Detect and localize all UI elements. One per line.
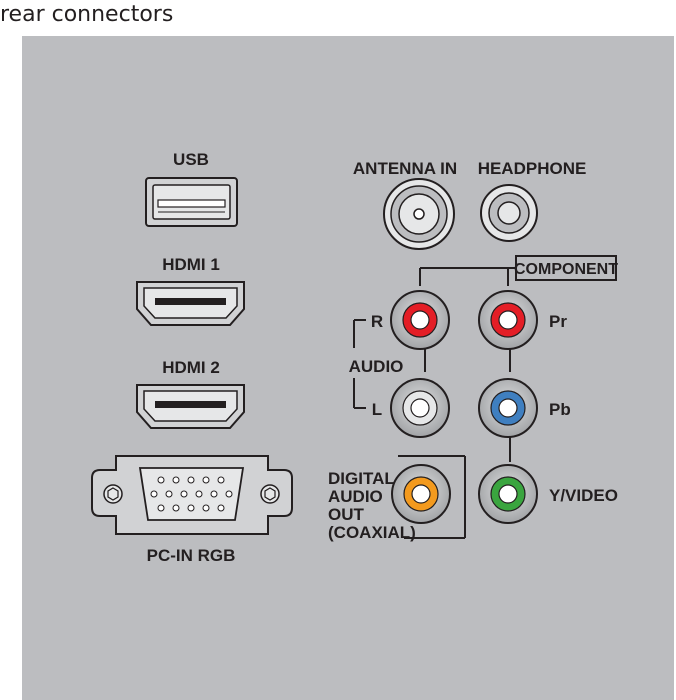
- y-video-label: Y/VIDEO: [549, 486, 618, 505]
- audio-label: AUDIO: [349, 357, 404, 376]
- pc-in-rgb-label: PC-IN RGB: [147, 546, 236, 565]
- digital-label-line4: (COAXIAL): [328, 523, 416, 542]
- audio-r-jack[interactable]: [390, 290, 450, 350]
- component-label-box: [515, 255, 617, 281]
- digital-audio-bracket: [398, 455, 466, 539]
- hdmi1-port[interactable]: [136, 281, 245, 326]
- audio-r-label: R: [371, 312, 383, 331]
- hdmi1-label: HDMI 1: [162, 255, 220, 274]
- pr-label: Pr: [549, 312, 567, 331]
- antenna-in-jack[interactable]: [383, 178, 455, 250]
- headphone-label: HEADPHONE: [478, 159, 587, 178]
- audio-bracket: [353, 319, 366, 409]
- pr-jack[interactable]: [478, 290, 538, 350]
- page-title: rear connectors: [0, 2, 174, 27]
- audio-l-label: L: [372, 400, 382, 419]
- pb-label: Pb: [549, 400, 571, 419]
- digital-audio-out-jack[interactable]: [391, 464, 451, 524]
- audio-l-jack[interactable]: [390, 378, 450, 438]
- pb-jack[interactable]: [478, 378, 538, 438]
- y-video-jack[interactable]: [478, 464, 538, 524]
- hdmi2-port[interactable]: [136, 384, 245, 429]
- digital-label-line2: AUDIO: [328, 487, 383, 506]
- connector-panel: [22, 36, 674, 700]
- hdmi2-label: HDMI 2: [162, 358, 220, 377]
- component-label: COMPONENT: [514, 261, 618, 278]
- usb-port[interactable]: [145, 177, 238, 227]
- digital-label-line3: OUT: [328, 505, 365, 524]
- antenna-in-label: ANTENNA IN: [353, 159, 457, 178]
- vga-port[interactable]: [91, 455, 293, 535]
- digital-label-line1: DIGITAL: [328, 469, 395, 488]
- usb-label: USB: [173, 150, 209, 169]
- headphone-jack[interactable]: [480, 184, 538, 242]
